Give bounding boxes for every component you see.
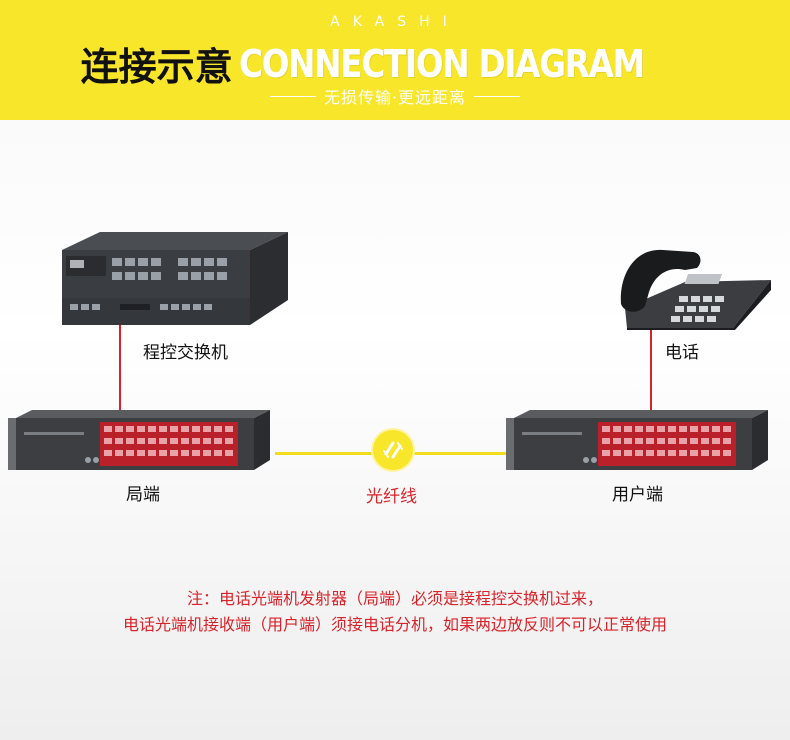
- note-line-1: 注：电话光端机发射器（局端）必须是接程控交换机过来，: [186, 589, 603, 608]
- fiber-link-icon: [373, 430, 413, 470]
- fiber-line-left: [275, 452, 375, 455]
- fiber-label: 光纤线: [366, 487, 417, 507]
- phone-connection-line: [650, 305, 652, 423]
- user-end-label: 用户端: [612, 485, 663, 505]
- pbx-switch-icon: [60, 230, 292, 334]
- tagline-row: 无损传输·更远距离: [0, 84, 790, 108]
- tagline: 无损传输·更远距离: [323, 88, 467, 107]
- local-end-label: 局端: [126, 485, 160, 505]
- phone-label: 电话: [665, 343, 699, 363]
- brand-name: AKASHI: [330, 14, 460, 30]
- pbx-label: 程控交换机: [143, 343, 228, 363]
- tagline-rule-left: [269, 95, 316, 97]
- local-end-unit-icon: [8, 410, 280, 478]
- telephone-icon: [615, 244, 775, 334]
- fiber-line-right: [412, 452, 507, 455]
- title-chinese: 连接示意: [80, 45, 233, 89]
- user-end-unit-icon: [506, 410, 778, 478]
- title-english: CONNECTION DIAGRAM: [238, 41, 645, 86]
- tagline-rule-right: [474, 95, 521, 97]
- pbx-connection-line: [119, 300, 121, 428]
- note-line-2: 电话光端机接收端（用户端）须接电话分机，如果两边放反则不可以正常使用: [122, 615, 667, 634]
